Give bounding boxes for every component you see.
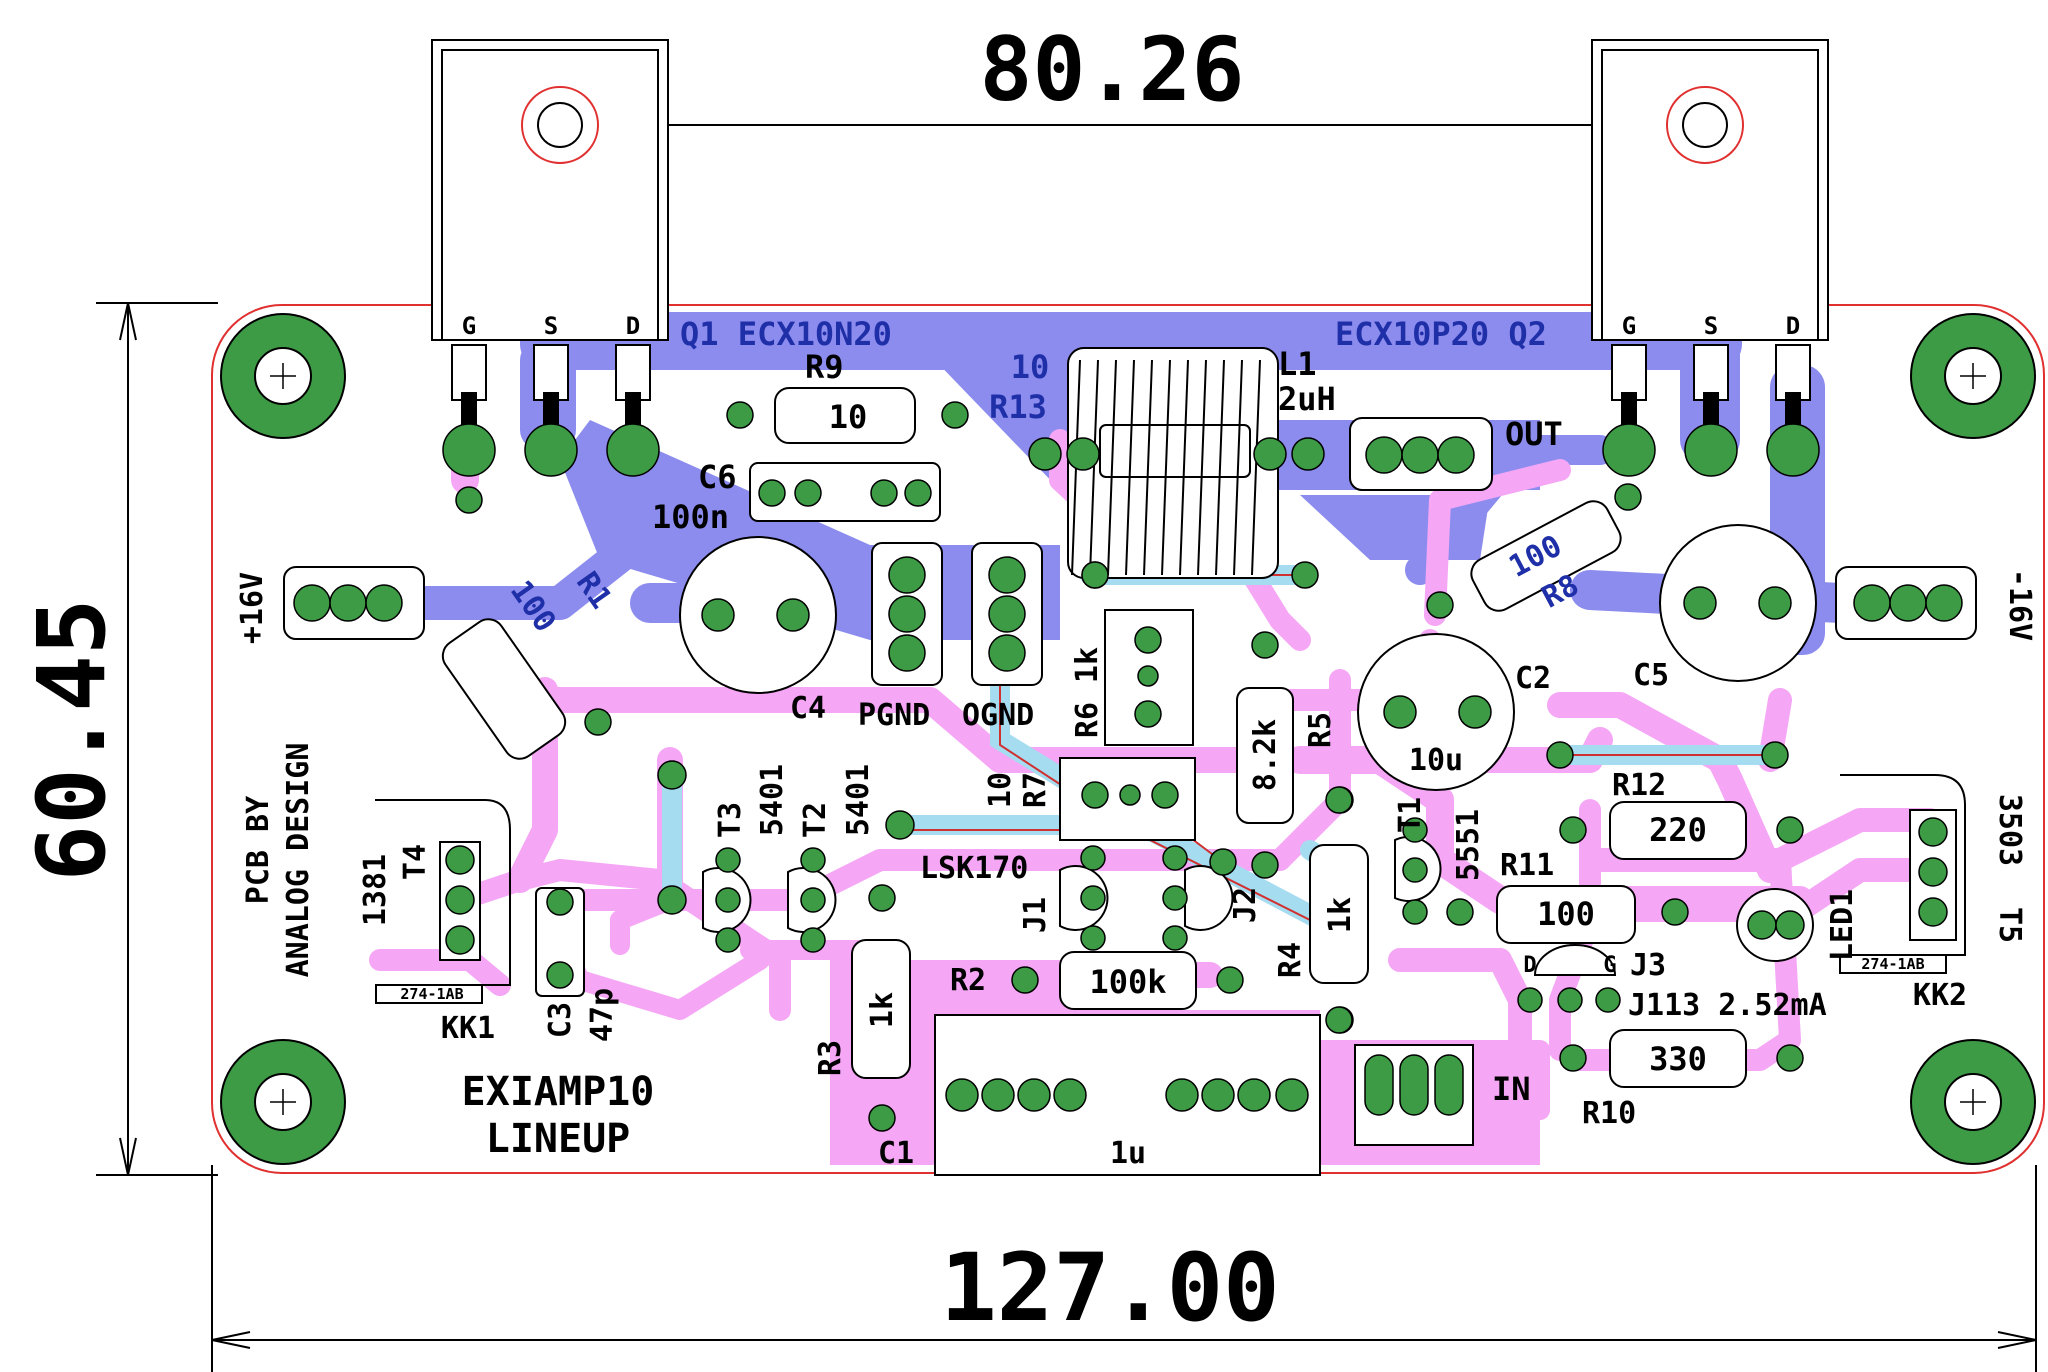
mounting-hole-top-right (1910, 313, 2036, 439)
credit-line1: PCB BY (241, 796, 276, 904)
ognd-label: OGND (962, 698, 1034, 733)
out-label: OUT (1505, 415, 1563, 453)
c6-label: C6 (698, 458, 737, 496)
r7-value: 10 (983, 772, 1018, 808)
r11-value: 100 (1537, 895, 1595, 933)
q1-pin-g: G (462, 312, 476, 340)
q2-label: ECX10P20 Q2 (1335, 315, 1547, 353)
r4-value: 1k (1323, 897, 1358, 933)
t4-value: 1381 (358, 854, 393, 926)
r10-value: 330 (1649, 1040, 1707, 1078)
t4-label: T4 (398, 844, 433, 880)
t5-value: 3503 (1992, 794, 2027, 866)
j1-label: J1 (1018, 897, 1053, 933)
r13-label: R13 (989, 388, 1047, 426)
l1-value: 2uH (1278, 380, 1336, 418)
c2-value: 10u (1409, 743, 1463, 778)
q2-pin-s: S (1704, 312, 1718, 340)
inductor-l1 (1067, 347, 1279, 579)
r5-label: R5 (1303, 712, 1338, 748)
neg-supply-label: -16V (2002, 569, 2037, 641)
t3-label: T3 (713, 802, 748, 838)
dimension-board-width: 127.00 (940, 1234, 1280, 1343)
c4-label: C4 (790, 691, 826, 726)
board-title-line1: EXIAMP10 (462, 1069, 655, 1115)
q2-pin-d: D (1786, 312, 1800, 340)
dimension-lines (96, 124, 2037, 1372)
r6-label: R6 (1070, 702, 1105, 738)
j3-value: J113 2.52mA (1628, 988, 1827, 1023)
r7-label: R7 (1018, 772, 1053, 808)
j2-label: J2 (1228, 887, 1263, 923)
led1-label: LED1 (1825, 889, 1860, 961)
c1-value: 1u (1110, 1136, 1146, 1171)
kk1-part: 274-1AB (400, 985, 463, 1003)
q2-pin-g: G (1622, 312, 1636, 340)
pos-supply-label: +16V (235, 572, 270, 644)
resistor-bodies (441, 500, 1622, 760)
kk1-label: KK1 (441, 1011, 495, 1046)
r1-value: 100 (503, 574, 563, 638)
r11-label: R11 (1500, 848, 1554, 883)
r2-label: R2 (950, 963, 986, 998)
j3-pin-g: G (1603, 953, 1616, 978)
kk2-label: KK2 (1913, 978, 1967, 1013)
q2-outline (1591, 39, 1829, 401)
q1-label: Q1 ECX10N20 (680, 315, 892, 353)
r9-value: 10 (829, 398, 868, 436)
r10-label: R10 (1582, 1096, 1636, 1131)
t5-label: T5 (1992, 907, 2027, 943)
j3-label: J3 (1630, 948, 1666, 983)
board-title-line2: LINEUP (486, 1116, 631, 1162)
c5-label: C5 (1633, 658, 1669, 693)
c3-label: C3 (543, 1002, 578, 1038)
r6-value: 1k (1070, 647, 1105, 683)
r9-label: R9 (805, 348, 844, 386)
l1-label: L1 (1278, 345, 1317, 383)
t1-label: T1 (1393, 797, 1428, 833)
kk2-part: 274-1AB (1861, 955, 1924, 973)
t3-value: 5401 (755, 764, 790, 836)
t2-value: 5401 (841, 764, 876, 836)
q1-outline (431, 39, 669, 401)
in-label: IN (1492, 1070, 1531, 1108)
t2-label: T2 (798, 802, 833, 838)
pgnd-label: PGND (858, 698, 930, 733)
c1-label: C1 (878, 1136, 914, 1171)
mounting-hole-top-left (220, 313, 346, 439)
c6-value: 100n (652, 498, 729, 536)
r13-value: 10 (1011, 348, 1050, 386)
j3-pin-d: D (1523, 953, 1536, 978)
q1-pin-d: D (626, 312, 640, 340)
credit-line2: ANALOG DESIGN (281, 743, 316, 978)
r3-label: R3 (813, 1040, 848, 1076)
r5-value: 8.2k (1248, 719, 1283, 791)
mounting-holes (220, 313, 2036, 1165)
r2-value: 100k (1089, 963, 1166, 1001)
c2-label: C2 (1515, 661, 1551, 696)
r12-value: 220 (1649, 811, 1707, 849)
mounting-hole-bottom-right (1910, 1039, 2036, 1165)
dimension-mounting-spacing: 80.26 (980, 18, 1245, 121)
c3-value: 47p (585, 988, 620, 1042)
r12-label: R12 (1612, 768, 1666, 803)
pads (293, 401, 1963, 1132)
mounting-hole-bottom-left (220, 1039, 346, 1165)
r4-label: R4 (1273, 942, 1308, 978)
t1-value: 5551 (1451, 809, 1486, 881)
jfet-pair-label: LSK170 (920, 851, 1028, 886)
q1-pin-s: S (544, 312, 558, 340)
r3-value: 1k (865, 992, 900, 1028)
dimension-board-height: 60.45 (18, 599, 127, 882)
